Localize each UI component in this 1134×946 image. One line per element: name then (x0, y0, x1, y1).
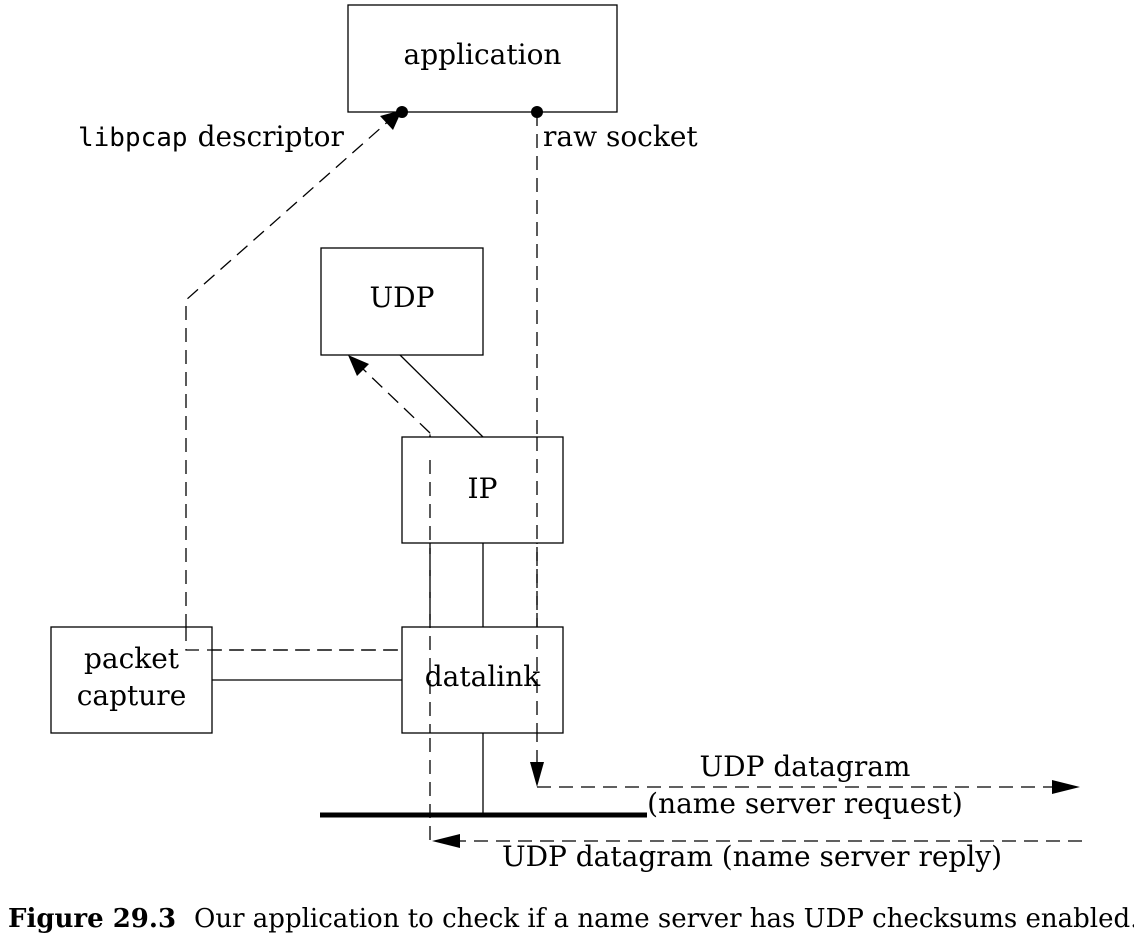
figure-number: Figure 29.3 (8, 904, 176, 934)
libpcap-mono-label: libpcap (78, 123, 188, 153)
figure-caption-text: Our application to check if a name serve… (194, 904, 1134, 934)
application-box: application (347, 4, 618, 113)
packet-capture-label-line2: capture (77, 679, 187, 712)
libpcap-arrowhead (380, 110, 402, 130)
libpcap-socket-dot (396, 106, 408, 118)
ip-box: IP (401, 436, 564, 544)
application-label: application (404, 38, 562, 71)
request-label-line2: (name server request) (647, 787, 963, 820)
libpcap-descriptor-label: libpcap descriptor (78, 120, 344, 153)
reply-label: UDP datagram (name server reply) (502, 840, 1002, 873)
libpcap-rest-label: descriptor (198, 120, 345, 153)
datalink-label: datalink (425, 660, 542, 693)
udp-box: UDP (320, 247, 484, 356)
libpcap-path (185, 117, 393, 650)
raw-socket-dot (531, 106, 543, 118)
request-arrowhead (1052, 780, 1080, 794)
packet-capture-box: packet capture (50, 626, 213, 734)
ip-udp-link (399, 354, 484, 438)
datalink-box: datalink (401, 626, 564, 734)
ip-label: IP (468, 472, 498, 505)
raw-socket-label: raw socket (543, 120, 698, 153)
packet-capture-label-line1: packet (84, 642, 180, 675)
reply-arrowhead (432, 834, 460, 848)
udp-arrowhead (348, 355, 369, 376)
udp-label: UDP (370, 281, 435, 314)
reply-to-udp-path (361, 367, 431, 434)
figure-caption: Figure 29.3 Our application to check if … (8, 904, 1134, 934)
raw-socket-arrowhead (530, 762, 544, 787)
capture-copy-path-through (185, 627, 400, 651)
request-label-line1: UDP datagram (700, 750, 911, 783)
